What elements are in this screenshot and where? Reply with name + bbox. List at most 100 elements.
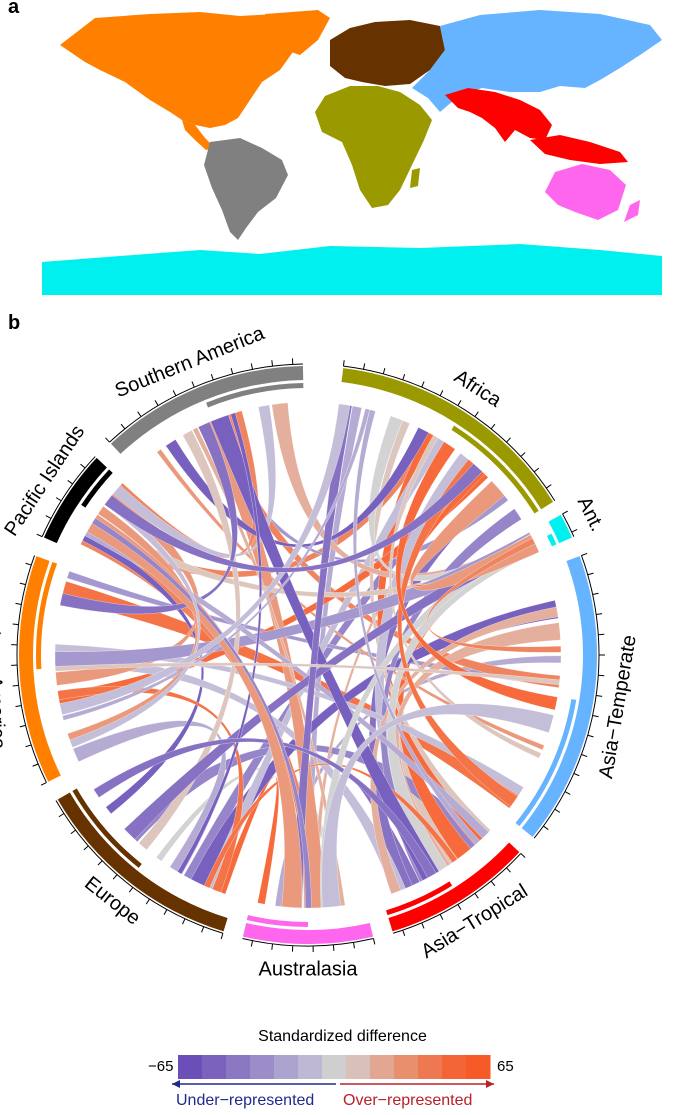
map-region-australasia <box>545 164 626 220</box>
legend-over-label: Over−represented <box>343 1092 473 1109</box>
chord-link <box>397 459 518 807</box>
map-region-southern-america <box>204 138 288 240</box>
ring-tick <box>596 613 603 615</box>
legend-swatch <box>322 1055 347 1079</box>
panel-letter-a: a <box>8 0 20 18</box>
ring-tick <box>402 374 406 381</box>
map-region-greenland <box>265 10 330 55</box>
ring-tick <box>128 887 134 893</box>
chord-links <box>54 402 562 909</box>
ring-axis <box>242 938 374 947</box>
map-region-asia-temperate <box>412 10 662 112</box>
ring-subsegment <box>386 881 453 916</box>
region-label-northern-america: Northern America <box>0 593 9 750</box>
ring-tick <box>543 825 549 830</box>
ring-subsegment <box>451 425 539 514</box>
ring-tick <box>191 381 195 388</box>
chord-link <box>395 441 558 711</box>
ring-tick <box>533 467 540 473</box>
ring-tick <box>332 944 335 951</box>
map-region-africa <box>315 86 432 208</box>
ring-tick <box>182 918 186 925</box>
ring-subsegment <box>546 533 557 547</box>
ring-tick <box>474 411 479 417</box>
ring-tick <box>457 400 462 406</box>
ring-axis <box>16 555 47 783</box>
legend-title: Standardized difference <box>258 1028 427 1045</box>
map-region-madagascar <box>410 168 420 188</box>
ring-tick <box>120 423 126 430</box>
ring-tick <box>163 909 168 916</box>
ring-tick <box>439 390 444 396</box>
ring-tick <box>145 898 150 905</box>
ring-tick <box>210 374 214 381</box>
ring-tick <box>32 763 39 767</box>
under-arrowhead <box>172 1080 180 1088</box>
ring-tick <box>490 423 496 430</box>
ring-tick <box>353 942 355 949</box>
chord-link <box>93 738 437 879</box>
ring-subsegment <box>81 469 113 508</box>
world-map <box>42 10 662 295</box>
chord-link <box>55 662 560 685</box>
ring-axis <box>55 800 224 934</box>
ring-tick <box>250 363 253 370</box>
ring-tick <box>573 772 580 777</box>
ring-segment-australasia <box>242 922 374 944</box>
ring-tick <box>80 463 86 469</box>
legend-swatch <box>418 1055 443 1079</box>
ring-segment-southern-america <box>110 366 304 454</box>
ring-axis <box>343 365 556 502</box>
ring-tick <box>421 381 425 388</box>
region-label-antarctica: Ant. <box>573 493 609 535</box>
legend-swatch <box>442 1055 467 1079</box>
legend-swatch <box>178 1055 203 1079</box>
ring-tick <box>97 860 103 866</box>
ring-tick <box>587 734 594 738</box>
ring-segment-africa <box>341 368 554 510</box>
ring-tick <box>70 829 76 835</box>
legend-swatch <box>346 1055 371 1079</box>
region-label-asia-temperate: Asia−Temperate <box>595 634 641 781</box>
ring-tick <box>546 484 552 489</box>
chord-link <box>91 517 312 909</box>
ring-tick <box>58 813 65 818</box>
ring-segment-northern-america <box>18 556 61 782</box>
chord-link <box>138 430 241 851</box>
legend-swatch <box>298 1055 323 1079</box>
ring-tick <box>12 623 19 626</box>
legend-under-label: Under−represented <box>176 1092 315 1109</box>
legend-swatch <box>394 1055 419 1079</box>
ring-tick <box>55 497 62 502</box>
ring-tick <box>592 592 599 595</box>
ring-tick <box>581 552 588 556</box>
ring-tick <box>506 437 511 443</box>
ring-tick <box>15 602 22 605</box>
legend-swatch <box>274 1055 299 1079</box>
ring-tick <box>271 943 274 950</box>
chord-link <box>59 403 351 716</box>
ring-tick <box>220 933 224 940</box>
ring-tick <box>490 880 496 887</box>
chord-link <box>353 409 481 845</box>
over-arrowhead <box>486 1080 494 1088</box>
ring-tick <box>596 695 603 697</box>
chord-link <box>218 776 280 905</box>
ring-tick <box>112 874 118 880</box>
ring-axis <box>562 513 575 537</box>
ring-tick <box>457 904 462 910</box>
ring-tick <box>230 367 234 375</box>
ring-tick <box>172 390 177 396</box>
ring-segment-pacific-islands <box>43 457 107 544</box>
ring-segment-asia-temperate <box>521 556 597 837</box>
ring-tick <box>592 715 599 718</box>
ring-axis <box>533 555 600 839</box>
legend-max-label: 65 <box>497 1058 514 1075</box>
ring-tick <box>36 533 43 538</box>
map-region-europe <box>330 20 445 86</box>
ring-tick <box>154 400 159 406</box>
panel-letter-b: b <box>8 312 21 334</box>
ring-tick <box>506 867 511 873</box>
map-region-new-zealand <box>624 200 640 222</box>
ring-tick <box>382 367 386 375</box>
